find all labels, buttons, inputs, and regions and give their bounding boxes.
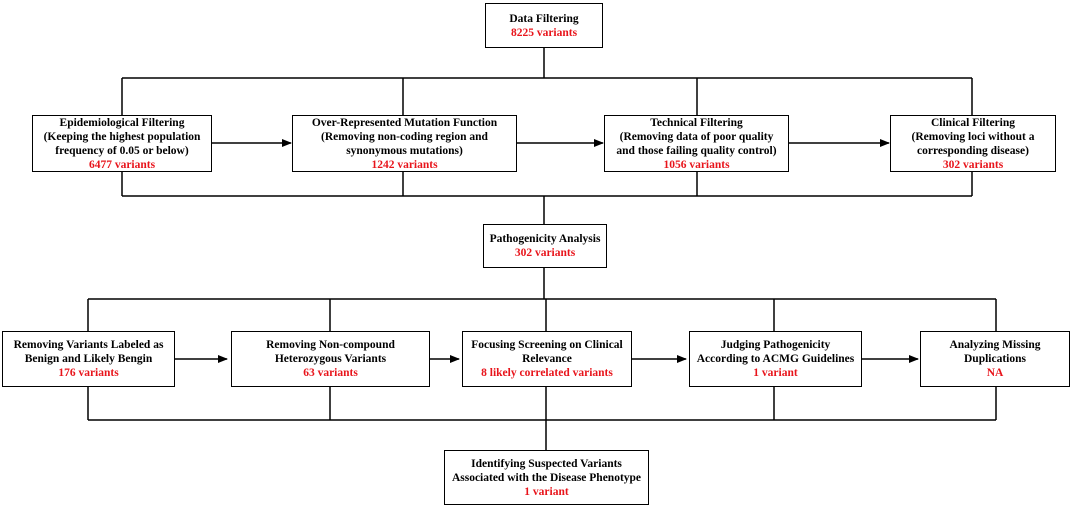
box-removing-non-compound: Removing Non-compound Heterozygous Varia… <box>231 331 430 387</box>
box-title: Duplications <box>964 353 1026 365</box>
variant-count: 1 variant <box>524 485 569 498</box>
box-description: corresponding disease) <box>917 144 1029 157</box>
box-description: (Removing loci without a <box>911 130 1035 143</box>
variant-count: 8225 variants <box>510 26 578 39</box>
box-title: Benign and Likely Bengin <box>24 353 153 365</box>
variant-count: 1242 variants <box>371 158 438 171</box>
box-title: Focusing Screening on Clinical <box>471 339 623 351</box>
box-title: Over-Represented Mutation Function <box>311 116 498 129</box>
box-missing-duplications: Analyzing Missing Duplications NA <box>920 331 1070 387</box>
box-title: Identifying Suspected Variants <box>471 457 622 470</box>
box-description: and those failing quality control) <box>616 144 777 157</box>
box-description: (Keeping the highest population <box>43 130 201 143</box>
box-title: Analyzing Missing <box>949 339 1041 351</box>
variant-count: 1 variant <box>753 367 798 379</box>
box-description: synonymous mutations) <box>346 144 463 157</box>
box-removing-benign-variants: Removing Variants Labeled as Benign and … <box>2 331 175 387</box>
variant-count: 8 likely correlated variants <box>481 367 613 379</box>
box-title: Removing Variants Labeled as <box>13 339 164 351</box>
box-data-filtering: Data Filtering 8225 variants <box>485 3 603 48</box>
box-title: Judging Pathogenicity <box>720 339 831 351</box>
variant-count: 1056 variants <box>663 158 730 171</box>
box-epidemiological-filtering: Epidemiological Filtering (Keeping the h… <box>32 115 212 172</box>
box-over-represented-mutation: Over-Represented Mutation Function (Remo… <box>292 115 517 172</box>
box-technical-filtering: Technical Filtering (Removing data of po… <box>604 115 789 172</box>
box-pathogenicity-analysis: Pathogenicity Analysis 302 variants <box>483 224 607 268</box>
box-title: Technical Filtering <box>650 116 743 129</box>
box-clinical-filtering: Clinical Filtering (Removing loci withou… <box>890 115 1056 172</box>
box-description: frequency of 0.05 or below) <box>55 144 189 157</box>
variant-count: 176 variants <box>58 367 119 379</box>
box-title: According to ACMG Guidelines <box>696 353 855 365</box>
box-title: Epidemiological Filtering <box>59 116 185 129</box>
variant-count: 302 variants <box>942 158 1004 171</box>
variant-count: 302 variants <box>514 247 576 259</box>
box-title: Relevance <box>522 353 572 365</box>
box-title: Pathogenicity Analysis <box>489 233 601 245</box>
variant-count: 6477 variants <box>88 158 156 171</box>
box-title: Associated with the Disease Phenotype <box>451 471 642 484</box>
box-title: Removing Non-compound <box>266 339 395 351</box>
box-description: (Removing non-coding region and <box>321 130 488 143</box>
box-suspected-variants: Identifying Suspected Variants Associate… <box>444 450 649 505</box>
box-description: (Removing data of poor quality <box>619 130 774 143</box>
variant-count: NA <box>986 367 1004 379</box>
box-title: Data Filtering <box>509 12 579 25</box>
box-clinical-relevance: Focusing Screening on Clinical Relevance… <box>462 331 632 387</box>
box-title: Clinical Filtering <box>930 116 1015 129</box>
box-acmg-pathogenicity: Judging Pathogenicity According to ACMG … <box>689 331 862 387</box>
box-title: Heterozygous Variants <box>274 353 387 365</box>
variant-count: 63 variants <box>303 367 358 379</box>
